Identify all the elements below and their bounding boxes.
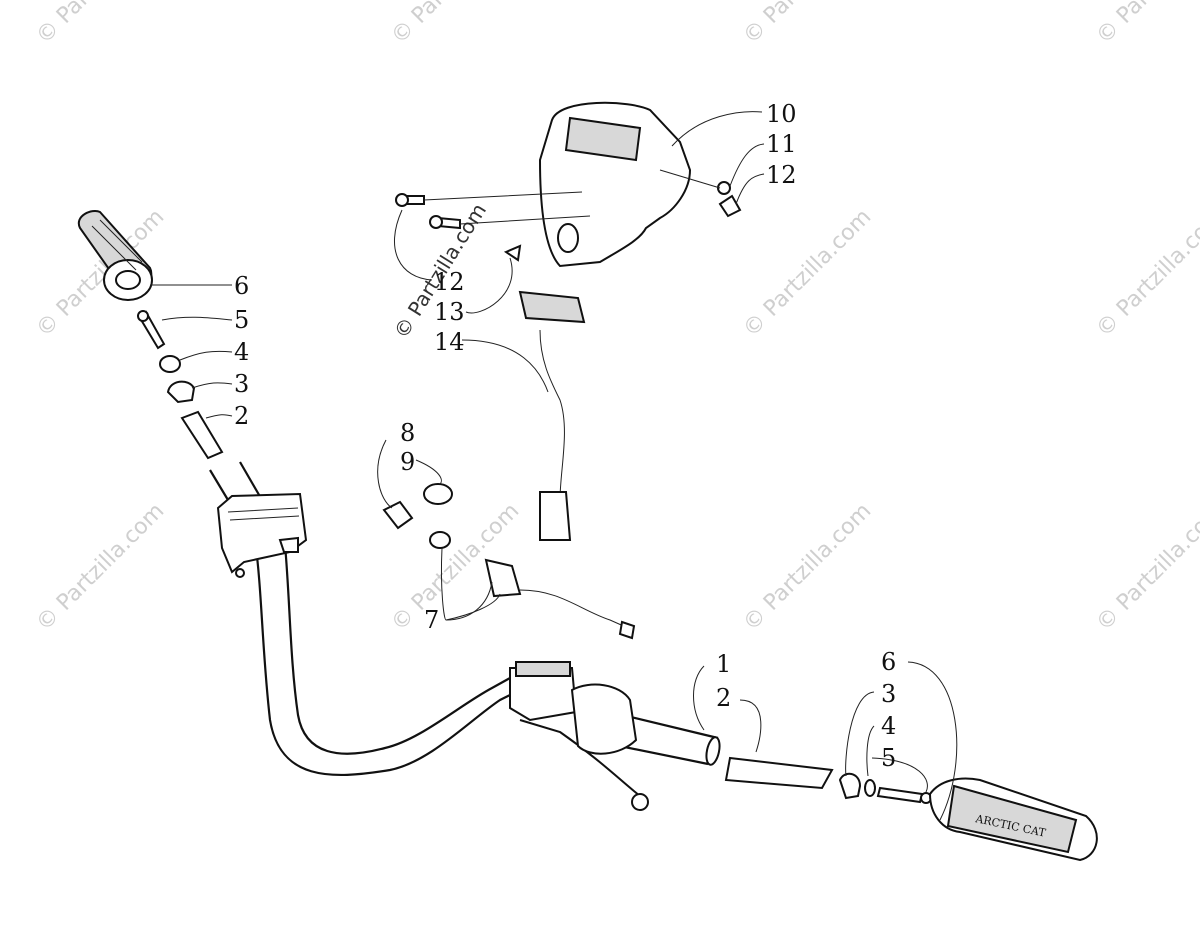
left-plug	[166, 380, 196, 404]
callout-mid-12: 12	[434, 268, 465, 296]
callout-right-6: 6	[881, 648, 896, 676]
right-washer-grip	[864, 779, 876, 797]
callout-top-12: 12	[766, 161, 797, 189]
watermark: © Partzilla.com	[1092, 205, 1200, 343]
left-grip	[77, 210, 153, 301]
watermark: © Partzilla.com	[739, 0, 877, 49]
watermark: © Partzilla.com	[739, 499, 877, 637]
right-screw	[718, 194, 742, 218]
leader-lines	[150, 111, 958, 821]
callout-right-2: 2	[716, 684, 731, 712]
callout-left-4: 4	[234, 338, 249, 366]
watermark: © Partzilla.com	[32, 499, 170, 637]
heater-harness	[518, 290, 586, 541]
cover	[538, 101, 692, 268]
right-grip: ARCTIC CAT	[928, 777, 1098, 862]
callout-right-5: 5	[881, 744, 896, 772]
right-plug	[838, 772, 862, 800]
callout-left-3: 3	[234, 370, 249, 398]
right-grip-insert	[724, 756, 834, 790]
callout-top-10: 10	[766, 100, 797, 128]
cover-screws	[395, 191, 591, 230]
key-switch	[382, 483, 636, 640]
right-washer	[717, 181, 731, 195]
callout-top-11: 11	[766, 130, 797, 158]
callout-mid-14: 14	[434, 328, 465, 356]
callout-mid-13: 13	[434, 298, 465, 326]
watermark: © Partzilla.com	[1092, 499, 1200, 637]
watermark: © Partzilla.com	[739, 205, 877, 343]
left-insert	[180, 410, 224, 460]
callout-left-6: 6	[234, 272, 249, 300]
callout-right-3: 3	[881, 680, 896, 708]
callout-right-1: 1	[716, 650, 731, 678]
watermark: © Partzilla.com	[387, 0, 525, 49]
callout-switch-7: 7	[424, 606, 439, 634]
callout-left-5: 5	[234, 306, 249, 334]
left-washer	[159, 355, 181, 373]
mid-grommet	[503, 244, 522, 262]
callout-right-4: 4	[881, 712, 896, 740]
callout-numbers: 6 5 4 3 2 10 11 12 12 13 14 8 9 7 1 2 6 …	[234, 100, 896, 772]
watermark: © Partzilla.com	[32, 0, 170, 49]
callout-switch-9: 9	[400, 448, 415, 476]
brake-assembly	[509, 661, 649, 811]
callout-left-2: 2	[234, 402, 249, 430]
left-bolt	[137, 310, 166, 350]
left-switch-housing	[216, 492, 308, 578]
right-bolt	[876, 786, 932, 804]
callout-switch-8: 8	[400, 419, 415, 447]
watermark: © Partzilla.com	[1092, 0, 1200, 49]
